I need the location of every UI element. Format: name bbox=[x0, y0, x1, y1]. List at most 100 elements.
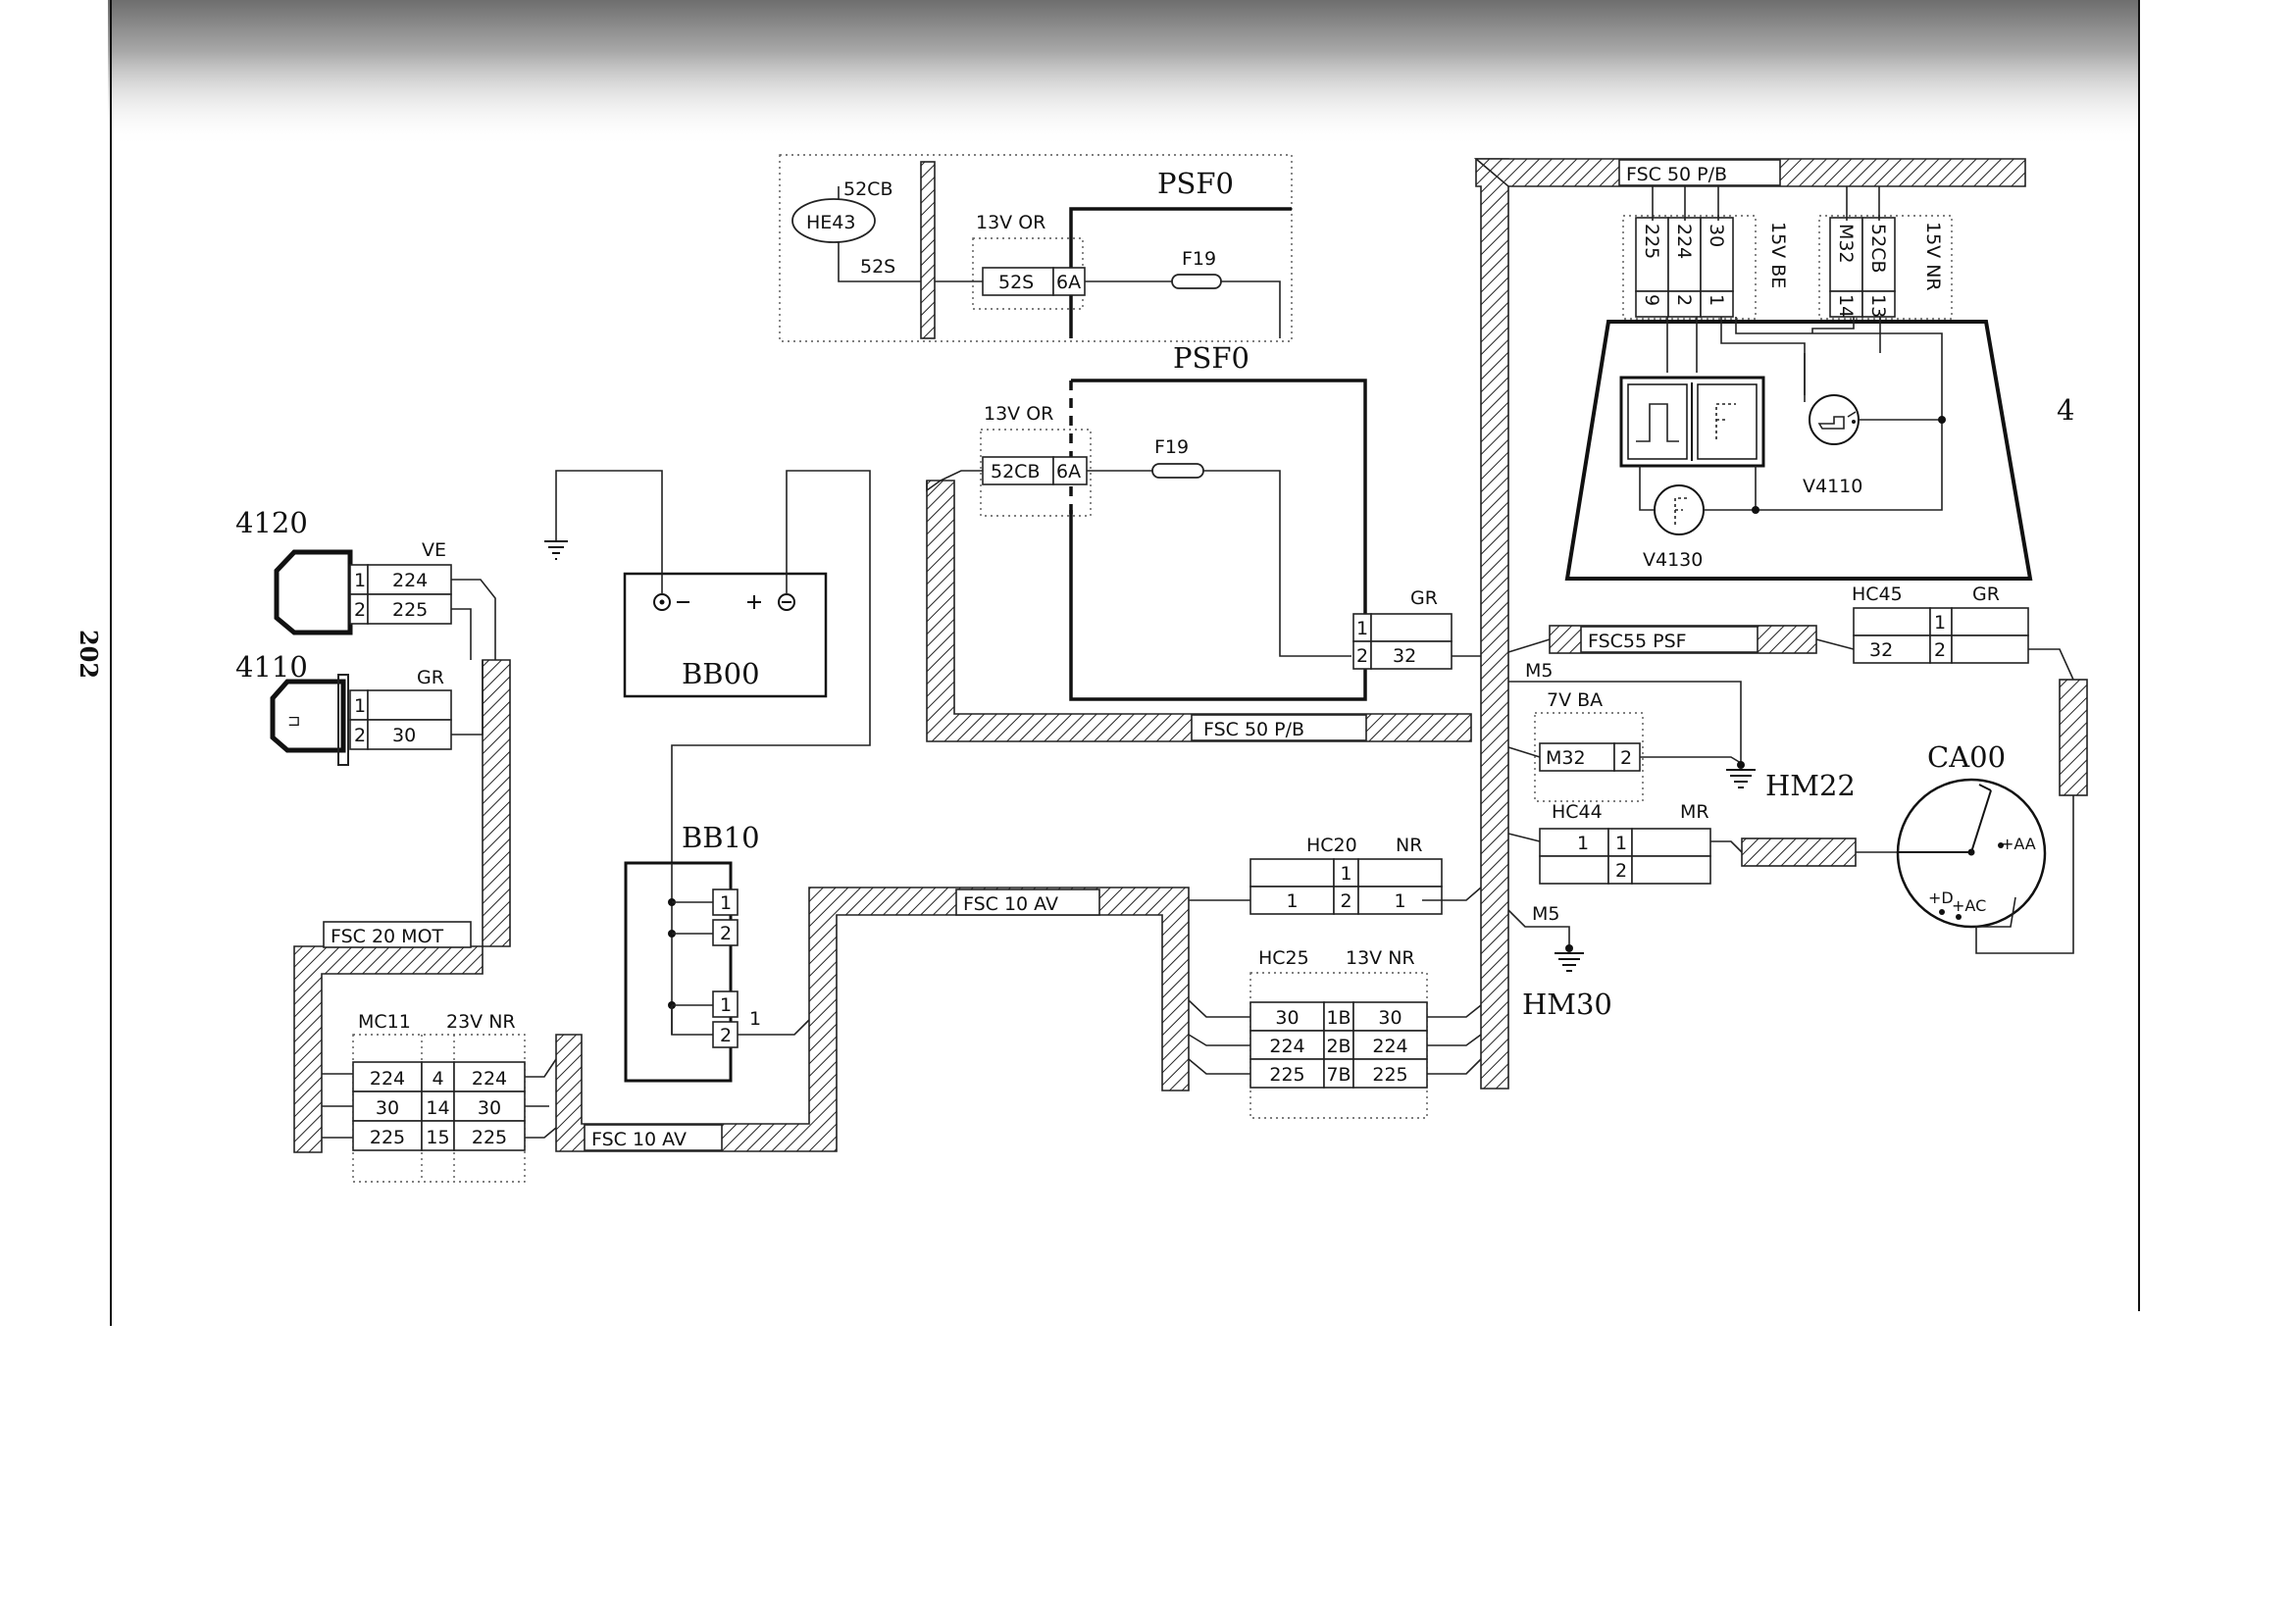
c7v-label: 7V BA bbox=[1547, 689, 1603, 711]
mc11-cell bbox=[421, 1061, 455, 1092]
harness-fsc55psf: FSC55 PSF bbox=[1549, 625, 1817, 654]
hc20-cell bbox=[1357, 858, 1443, 888]
mc11-text: 30 bbox=[376, 1097, 399, 1119]
cluster_a-wire: 225 bbox=[1641, 224, 1662, 259]
cluster_a-pin: 9 bbox=[1641, 294, 1662, 306]
hc44-type: MR bbox=[1680, 801, 1709, 823]
mc11-label: MC11 bbox=[358, 1011, 411, 1033]
switch-icon: ⊐ bbox=[287, 711, 300, 730]
mc11-text: 14 bbox=[426, 1097, 449, 1119]
bb10-out-label: 1 bbox=[749, 1008, 761, 1030]
cluster_a-pin: 1 bbox=[1706, 294, 1727, 306]
top-fuse-b: 6A bbox=[1056, 272, 1081, 293]
hc25-text: 7B bbox=[1326, 1064, 1351, 1086]
bb10-label: BB10 bbox=[682, 821, 760, 854]
bb10-pin: 2 bbox=[720, 1025, 732, 1046]
cluster_a-pin: 2 bbox=[1673, 294, 1695, 306]
mc11-cell bbox=[352, 1061, 423, 1092]
hc45-type: GR bbox=[1972, 584, 2000, 605]
c7v-pin: 2 bbox=[1620, 747, 1632, 769]
gauge-icon bbox=[1674, 497, 1689, 525]
hc20-type: NR bbox=[1396, 835, 1422, 856]
harness-fsc50pb: FSC 50 P/B FSC 50 P/B bbox=[926, 158, 2026, 1090]
c4120-pin: 1 bbox=[354, 570, 366, 591]
ca00-aa: +AA bbox=[2001, 835, 2036, 853]
hc44-wire: 1 bbox=[1577, 833, 1589, 854]
component-bb10: BB10 1 2 1 2 1 bbox=[624, 821, 810, 1083]
cluster_b-cell bbox=[1829, 217, 1863, 292]
top-52s-label: 52S bbox=[860, 256, 895, 278]
hc20-text: 1 bbox=[1394, 890, 1405, 912]
hc25-text: 225 bbox=[1372, 1064, 1407, 1086]
cluster_a-cell bbox=[1700, 217, 1734, 292]
psf-color: GR bbox=[1410, 587, 1438, 609]
c7v-wire: M32 bbox=[1546, 747, 1586, 769]
mid-13v-label: 13V OR bbox=[984, 403, 1053, 425]
top-13v-label: 13V OR bbox=[976, 212, 1045, 233]
hc25-text: 1B bbox=[1326, 1007, 1351, 1029]
mc11-cell bbox=[352, 1091, 423, 1122]
c4120-pin: 2 bbox=[354, 599, 366, 621]
cluster_b-pin-cell bbox=[1861, 290, 1896, 318]
harness-label-fsc20mot: FSC 20 MOT bbox=[331, 926, 444, 947]
hc25-text: 2B bbox=[1326, 1036, 1351, 1057]
mid-fuse-a: 52CB bbox=[991, 461, 1040, 482]
connector-hc44: HC44 MR 1 1 2 bbox=[1507, 801, 1899, 885]
hc20-label: HC20 bbox=[1306, 835, 1357, 856]
ground-symbol-bb00 bbox=[544, 540, 568, 560]
cluster_b-wire: 52CB bbox=[1867, 224, 1889, 273]
mc11-cell bbox=[421, 1091, 455, 1122]
harness-fsc20mot: FSC 20 MOT bbox=[293, 659, 511, 1153]
c4120-color: VE bbox=[422, 539, 446, 561]
top-52cb-label: 52CB bbox=[843, 178, 892, 200]
fusebox-psf0-top: PSF0 HE43 52CB 52S 13V OR 52S 6A F19 bbox=[779, 154, 1293, 342]
hc44-label: HC44 bbox=[1552, 801, 1603, 823]
v4130-label: V4130 bbox=[1643, 549, 1703, 571]
component-4120-label: 4120 bbox=[235, 506, 308, 539]
component-ca00: CA00 +AA +D +AC bbox=[1896, 740, 2074, 954]
hc20-text: 1 bbox=[1286, 890, 1298, 912]
mc11-text: 225 bbox=[472, 1127, 507, 1148]
hc25-cell bbox=[1323, 1058, 1354, 1089]
ca00-d: +D bbox=[1928, 888, 1954, 907]
scan-shadow bbox=[108, 0, 2138, 147]
v4110-label: V4110 bbox=[1803, 476, 1862, 497]
m5-label-a: M5 bbox=[1525, 660, 1553, 682]
top-fuse-a: 52S bbox=[998, 272, 1034, 293]
harness-label-fsc10av-b: FSC 10 AV bbox=[591, 1129, 687, 1150]
hc25-text: 30 bbox=[1378, 1007, 1402, 1029]
component-4110-label: 4110 bbox=[235, 650, 308, 684]
psf-pin: 1 bbox=[1356, 618, 1368, 639]
harness-ca00-right bbox=[2059, 679, 2088, 796]
mc11-text: 30 bbox=[478, 1097, 501, 1119]
harness-label-fsc55psf: FSC55 PSF bbox=[1588, 631, 1687, 652]
hm22-label: HM22 bbox=[1765, 769, 1856, 802]
c4120-wire: 224 bbox=[392, 570, 428, 591]
mc11-type: 23V NR bbox=[446, 1011, 516, 1033]
c4120-wire: 225 bbox=[392, 599, 428, 621]
cluster_a-wire: 30 bbox=[1706, 224, 1727, 247]
cluster_b-pin: 13 bbox=[1867, 294, 1889, 318]
harness-label-fsc10av-a: FSC 10 AV bbox=[963, 893, 1058, 915]
hc45-pin: 2 bbox=[1934, 639, 1946, 661]
hc25-cell bbox=[1323, 1001, 1354, 1032]
cluster_b-wire: M32 bbox=[1835, 224, 1857, 264]
hc20-text: 1 bbox=[1340, 863, 1351, 885]
mc11-text: 15 bbox=[426, 1127, 449, 1148]
square-wave-icon bbox=[1636, 403, 1679, 442]
top-f19-label: F19 bbox=[1182, 248, 1216, 270]
cluster_b-pin-cell bbox=[1829, 290, 1863, 318]
psf0-mid-label: PSF0 bbox=[1173, 341, 1249, 375]
bb00-label: BB00 bbox=[682, 657, 760, 690]
page-number: 202 bbox=[75, 630, 103, 679]
mc11-text: 225 bbox=[370, 1127, 405, 1148]
hc25-text: 225 bbox=[1269, 1064, 1304, 1086]
ground-hm22: M5 7V BA M32 2 HM22 bbox=[1507, 660, 1856, 802]
harness-ca00-feed bbox=[1741, 837, 1857, 867]
harness-top-psf-bar bbox=[920, 161, 936, 339]
connector-hc45: HC45 GR 1 32 2 bbox=[1507, 584, 2074, 681]
